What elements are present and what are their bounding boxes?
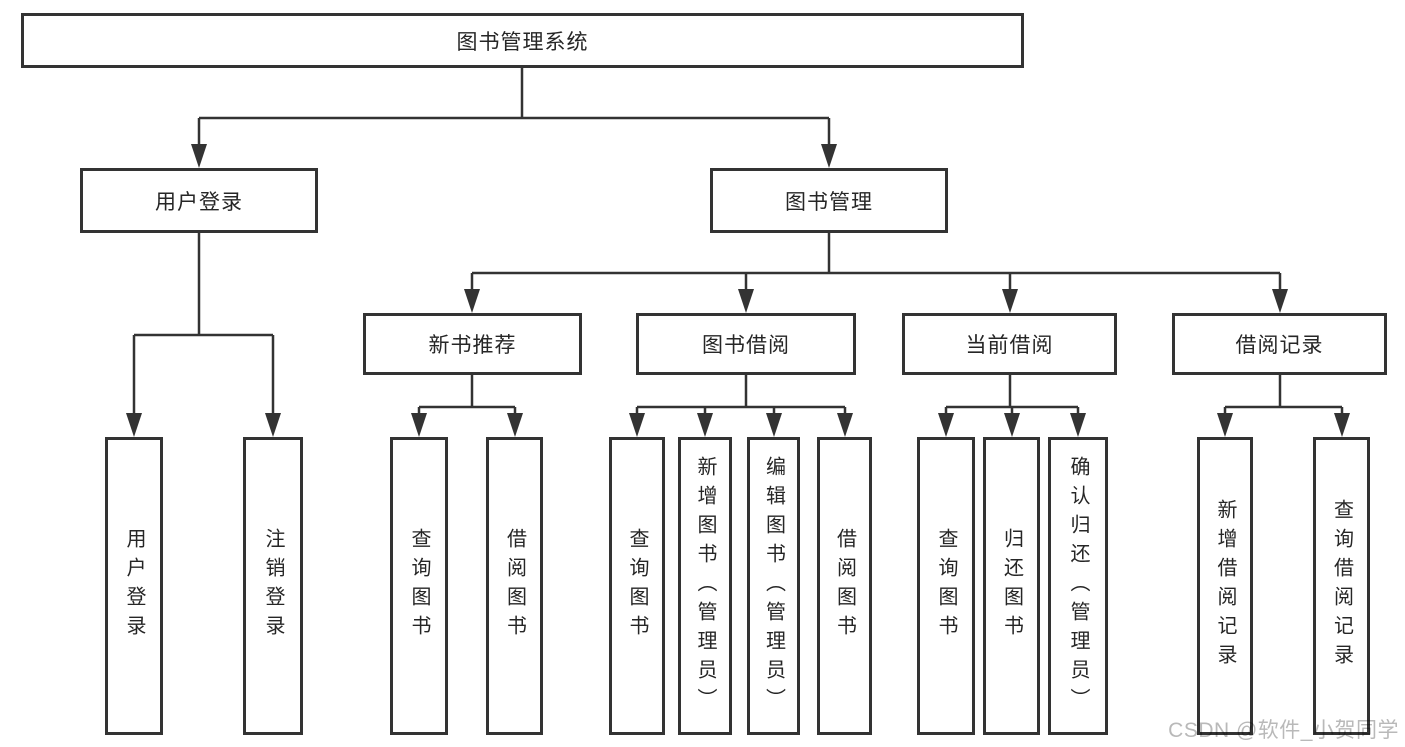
node-current-borrowing-label: 当前借阅 — [965, 334, 1054, 357]
node-leaf-query-books-borrowing: 查询图书 — [609, 437, 665, 735]
node-leaf-logout-label: 注销登录 — [262, 528, 284, 644]
node-user-login-label: 用户登录 — [155, 190, 243, 214]
node-root: 图书管理系统 — [21, 13, 1024, 68]
node-leaf-query-books-borrowing-label: 查询图书 — [626, 528, 648, 644]
node-leaf-query-books-current: 查询图书 — [917, 437, 975, 735]
node-leaf-logout: 注销登录 — [243, 437, 303, 735]
node-leaf-add-borrow-record-label: 新增借阅记录 — [1214, 499, 1236, 673]
node-leaf-return-books: 归还图书 — [983, 437, 1040, 735]
node-book-management: 图书管理 — [710, 168, 948, 233]
node-borrow-records: 借阅记录 — [1172, 313, 1387, 375]
node-leaf-add-borrow-record: 新增借阅记录 — [1197, 437, 1253, 735]
node-leaf-add-book-admin-label: 新增图书（管理员） — [694, 455, 716, 717]
csdn-watermark: CSDN @软件_小贺同学 — [1168, 719, 1399, 742]
node-new-book-recommend-label: 新书推荐 — [428, 334, 517, 357]
node-leaf-edit-book-admin: 编辑图书（管理员） — [747, 437, 800, 735]
node-leaf-user-login-label: 用户登录 — [123, 528, 145, 644]
node-book-borrowing-label: 图书借阅 — [702, 334, 790, 357]
node-leaf-add-book-admin: 新增图书（管理员） — [678, 437, 732, 735]
node-borrow-records-label: 借阅记录 — [1235, 334, 1324, 357]
node-leaf-borrow-books: 借阅图书 — [817, 437, 872, 735]
node-book-borrowing: 图书借阅 — [636, 313, 856, 375]
node-book-management-label: 图书管理 — [785, 190, 873, 214]
node-leaf-query-books-recommend-label: 查询图书 — [408, 528, 430, 644]
node-leaf-query-books-current-label: 查询图书 — [935, 528, 957, 644]
node-leaf-confirm-return-admin: 确认归还（管理员） — [1048, 437, 1108, 735]
node-leaf-edit-book-admin-label: 编辑图书（管理员） — [762, 455, 785, 717]
node-leaf-borrow-books-label: 借阅图书 — [833, 528, 856, 644]
node-leaf-query-borrow-record-label: 查询借阅记录 — [1330, 499, 1353, 673]
node-current-borrowing: 当前借阅 — [902, 313, 1117, 375]
node-leaf-user-login: 用户登录 — [105, 437, 163, 735]
node-leaf-borrow-books-recommend: 借阅图书 — [486, 437, 543, 735]
node-root-label: 图书管理系统 — [456, 30, 589, 54]
node-leaf-confirm-return-admin-label: 确认归还（管理员） — [1067, 455, 1089, 717]
node-leaf-return-books-label: 归还图书 — [1000, 528, 1023, 644]
node-leaf-query-borrow-record: 查询借阅记录 — [1313, 437, 1370, 735]
node-leaf-query-books-recommend: 查询图书 — [390, 437, 448, 735]
node-user-login: 用户登录 — [80, 168, 318, 233]
node-leaf-borrow-books-recommend-label: 借阅图书 — [503, 528, 526, 644]
node-new-book-recommend: 新书推荐 — [363, 313, 582, 375]
